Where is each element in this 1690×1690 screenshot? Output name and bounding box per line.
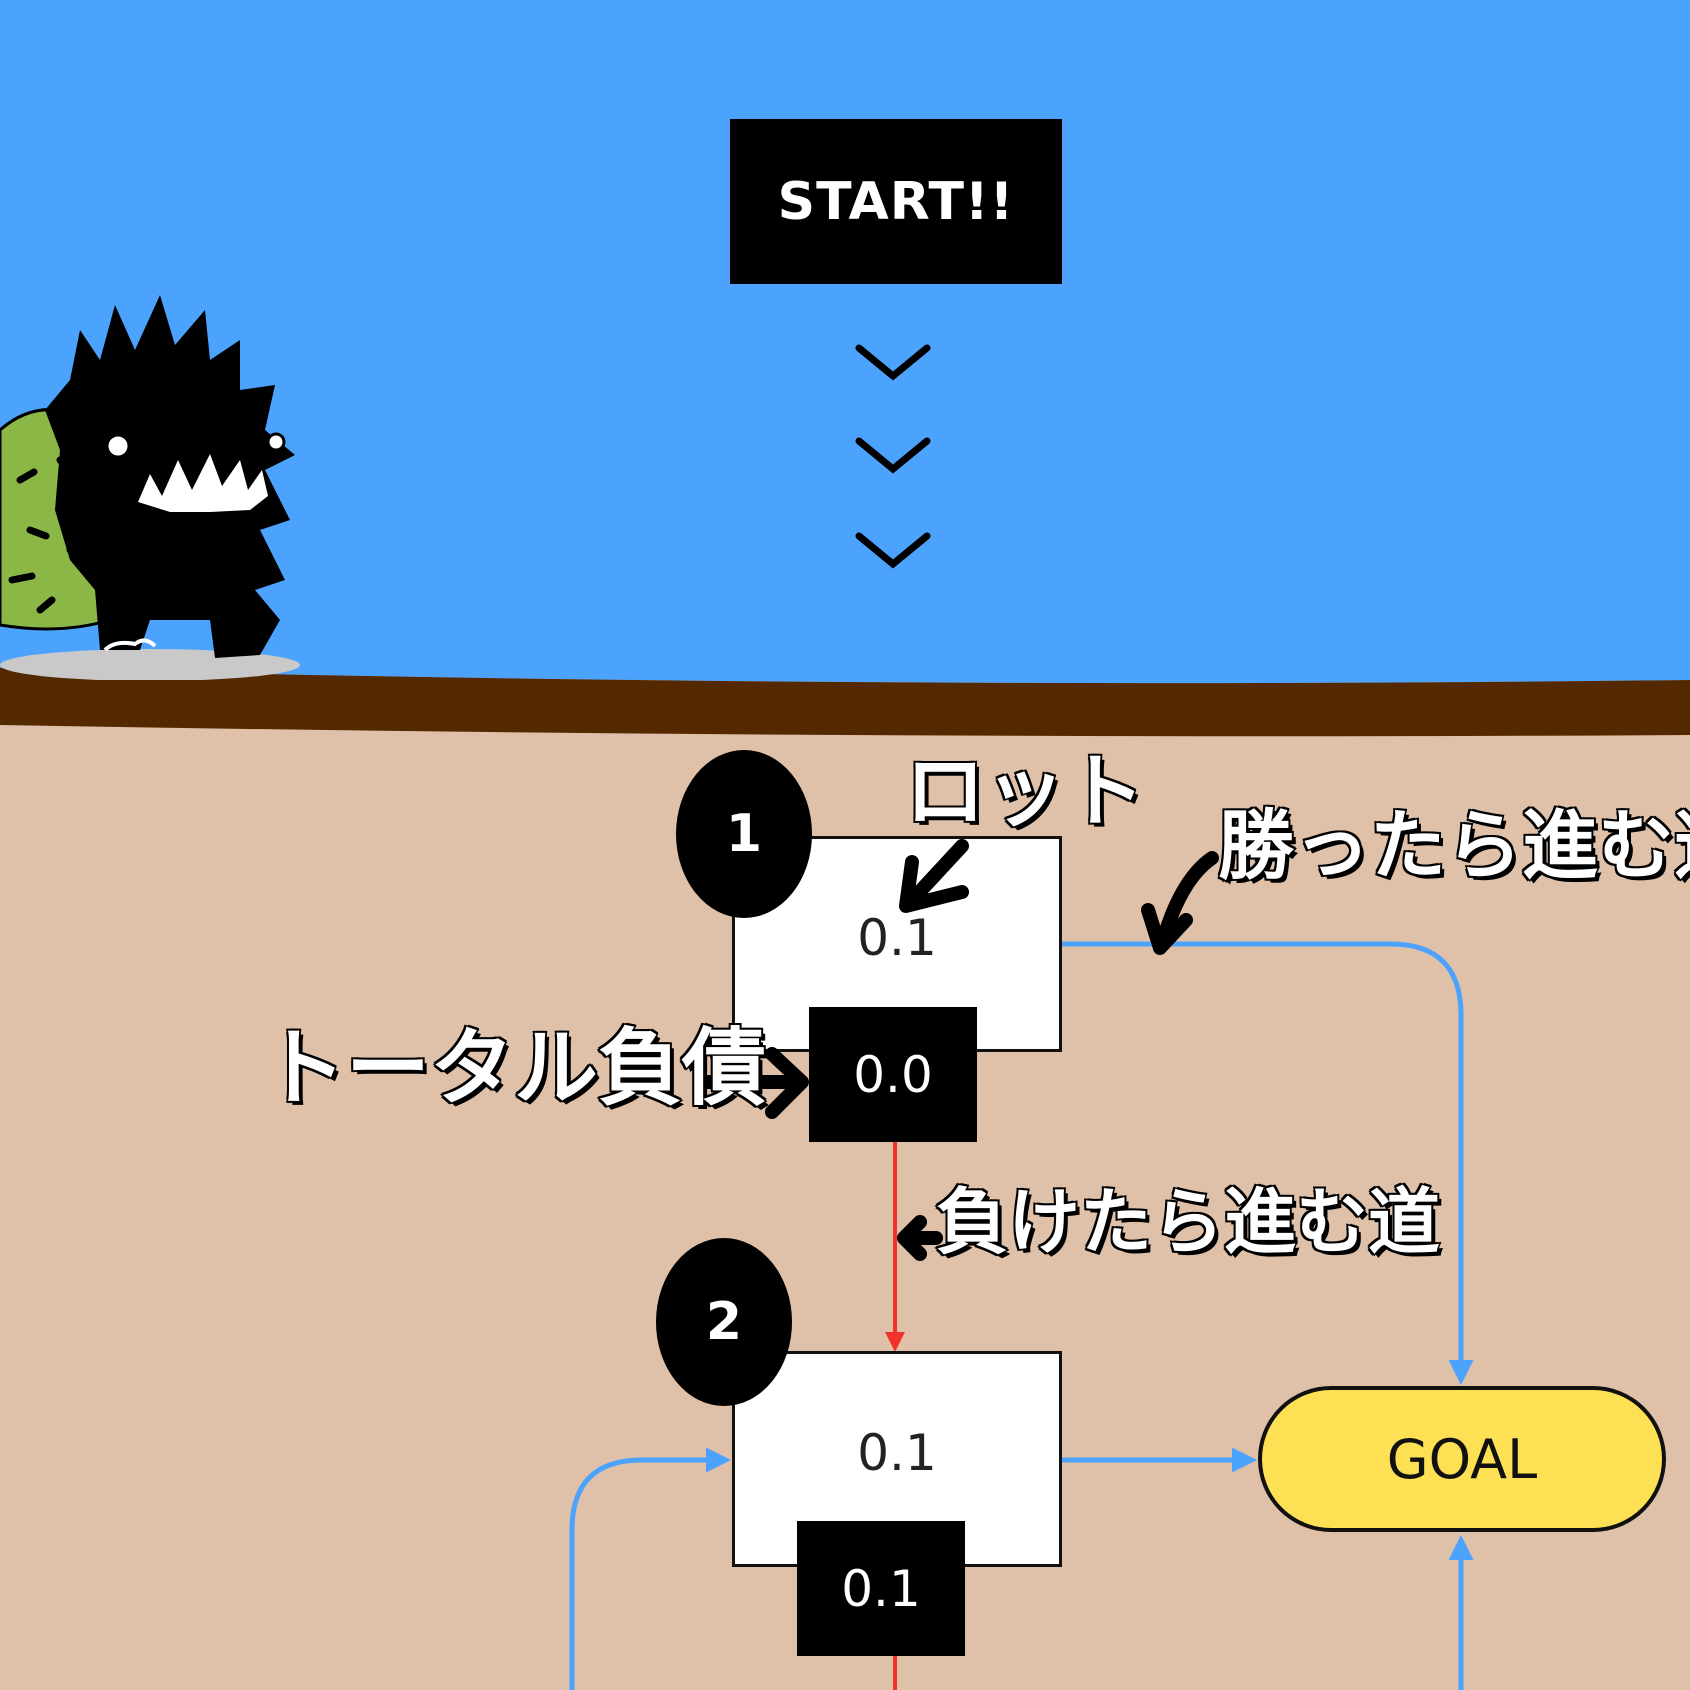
monster-eye-right	[266, 432, 286, 452]
soil-strip	[0, 668, 1690, 737]
step2-number: 2	[705, 1292, 743, 1352]
monster-claws	[103, 638, 157, 652]
step2-number-badge: 2	[656, 1238, 792, 1406]
step1-total-debt-box: 0.0	[809, 1007, 977, 1142]
annotation-lose-path: 負けたら進む道	[934, 1180, 1441, 1264]
chevron-down-icon	[855, 344, 931, 381]
chevron-down-icon	[855, 437, 931, 474]
loop-path-into-step2	[569, 1447, 731, 1690]
step2-total-debt-value: 0.1	[841, 1559, 921, 1618]
monster-teeth	[138, 454, 268, 512]
step1-number-badge: 1	[676, 750, 812, 918]
goal-node: GOAL	[1258, 1386, 1666, 1532]
annotation-win-path: 勝ったら進む道	[1217, 801, 1690, 890]
step1-total-debt-value: 0.0	[853, 1045, 933, 1104]
monster-eye-left	[105, 433, 131, 459]
goal-label: GOAL	[1386, 1427, 1538, 1491]
win-path-step1-to-goal	[1062, 941, 1474, 1385]
step2-lot-value: 0.1	[857, 1424, 937, 1482]
annotation-lot: ロット	[904, 745, 1147, 838]
annotation-total-debt: トータル負債	[260, 1019, 767, 1117]
step1-number: 1	[725, 804, 763, 864]
chevron-down-icon	[855, 532, 931, 569]
start-box: START!!	[730, 119, 1062, 284]
monster-illustration	[0, 295, 300, 680]
monster-body	[45, 295, 295, 658]
step2-total-debt-box: 0.1	[797, 1521, 965, 1656]
step1-lot-value: 0.1	[857, 909, 937, 967]
